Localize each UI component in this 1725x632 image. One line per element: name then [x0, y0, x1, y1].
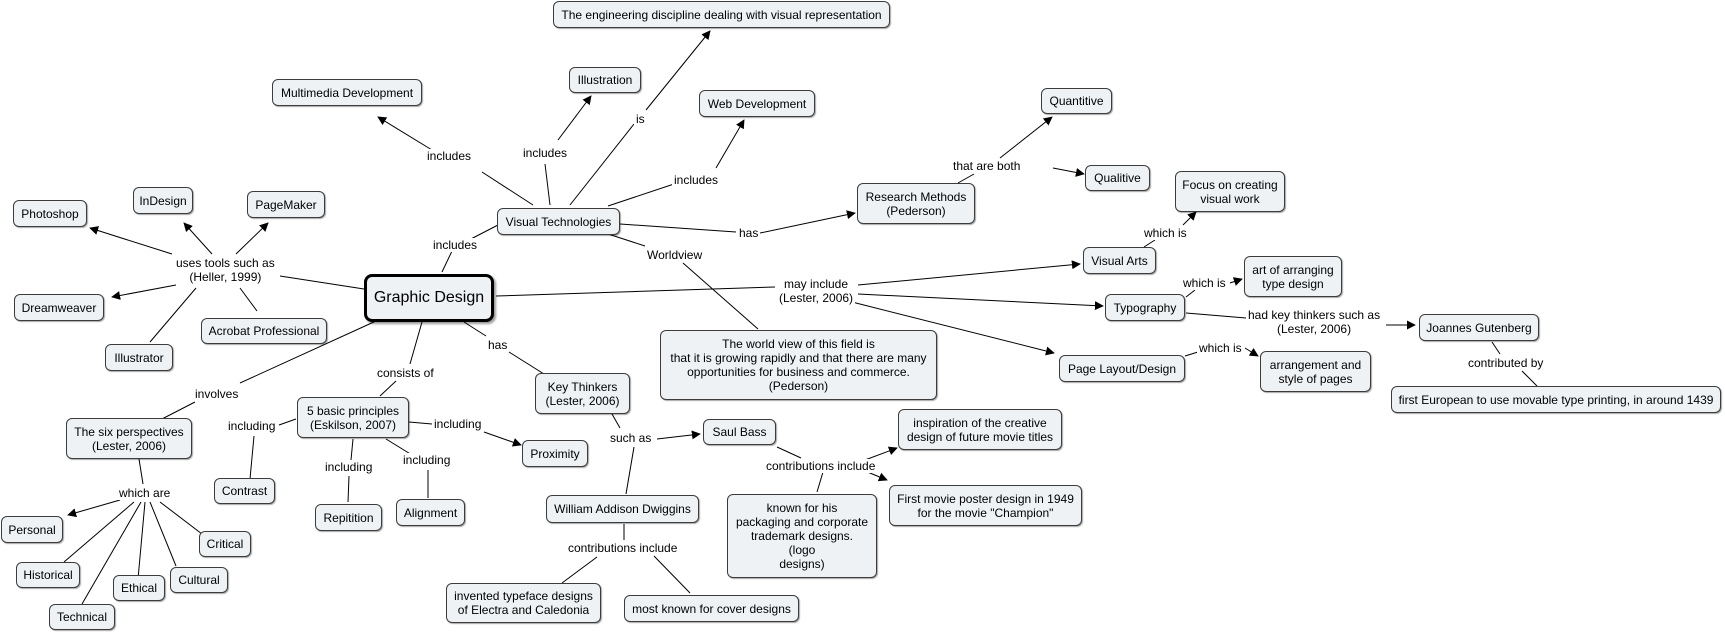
concept-joannes-gutenberg[interactable]: Joannes Gutenberg — [1419, 314, 1539, 341]
concept-acrobat-professional[interactable]: Acrobat Professional — [201, 318, 327, 344]
concept-personal[interactable]: Personal — [1, 516, 63, 543]
concept-william-dwiggins[interactable]: William Addison Dwiggins — [546, 495, 699, 523]
link-that-are-both: that are both — [951, 159, 1023, 173]
link-contributions-bass: contributions include — [764, 459, 878, 473]
concept-contrast[interactable]: Contrast — [214, 478, 275, 504]
link-which-is-page-layout: which is — [1197, 341, 1244, 355]
concept-illustrator[interactable]: Illustrator — [105, 344, 173, 371]
link-including-alignment: including — [401, 453, 453, 467]
concept-historical[interactable]: Historical — [16, 562, 80, 588]
concept-pagemaker[interactable]: PageMaker — [247, 191, 325, 218]
concept-key-thinkers[interactable]: Key Thinkers (Lester, 2006) — [535, 373, 630, 414]
concept-technical[interactable]: Technical — [49, 604, 115, 630]
link-includes-illustration: includes — [521, 146, 570, 160]
link-contributions-dwiggins: contributions include — [566, 541, 680, 555]
link-including-contrast: including — [226, 419, 278, 433]
concept-arranging-type[interactable]: art of arranging type design — [1244, 256, 1342, 297]
concept-five-principles[interactable]: 5 basic principles (Eskilson, 2007) — [297, 397, 409, 438]
link-worldview: Worldview — [645, 248, 705, 262]
link-contributed-by: contributed by — [1466, 356, 1546, 370]
concept-engineering-discipline[interactable]: The engineering discipline dealing with … — [553, 1, 890, 28]
concept-saul-bass[interactable]: Saul Bass — [703, 419, 776, 445]
concept-focus-creating[interactable]: Focus on creating visual work — [1175, 171, 1285, 212]
concept-cover-designs[interactable]: most known for cover designs — [624, 595, 799, 622]
link-including-proximity: including — [432, 417, 484, 431]
concept-illustration[interactable]: Illustration — [569, 67, 641, 93]
concept-typography[interactable]: Typography — [1105, 294, 1185, 321]
concept-proximity[interactable]: Proximity — [522, 440, 588, 467]
link-includes-multimedia: includes — [425, 149, 474, 163]
concept-known-for[interactable]: known for his packaging and corporate tr… — [727, 494, 877, 578]
link-is: is — [634, 112, 647, 126]
concept-dreamweaver[interactable]: Dreamweaver — [14, 294, 104, 321]
link-which-is-typography: which is — [1181, 276, 1228, 290]
link-such-as: such as — [608, 431, 654, 445]
concept-web-development[interactable]: Web Development — [699, 90, 815, 117]
concept-critical[interactable]: Critical — [199, 531, 251, 557]
link-which-is-visual-arts: which is — [1142, 226, 1189, 240]
concept-indesign[interactable]: InDesign — [133, 187, 193, 214]
concept-visual-arts[interactable]: Visual Arts — [1083, 247, 1156, 274]
concept-qualitive[interactable]: Qualitive — [1085, 165, 1150, 191]
concept-typeface-designs[interactable]: invented typeface designs of Electra and… — [446, 583, 601, 623]
concept-quantitive[interactable]: Quantitive — [1041, 88, 1112, 114]
concept-multimedia-development[interactable]: Multimedia Development — [272, 79, 422, 106]
link-has-research: has — [737, 226, 761, 240]
concept-alignment[interactable]: Alignment — [396, 499, 465, 526]
link-uses-tools: uses tools such as (Heller, 1999) — [174, 256, 277, 284]
link-has-key-thinkers: has — [486, 338, 510, 352]
link-includes-web: includes — [672, 173, 721, 187]
link-had-key-thinkers: had key thinkers such as (Lester, 2006) — [1246, 308, 1383, 336]
concept-arrangement-pages[interactable]: arrangement and style of pages — [1260, 351, 1371, 392]
concept-six-perspectives[interactable]: The six perspectives (Lester, 2006) — [66, 418, 192, 459]
concept-repitition[interactable]: Repitition — [315, 504, 382, 531]
concept-cultural[interactable]: Cultural — [170, 567, 228, 593]
link-involves: involves — [193, 387, 241, 401]
concept-graphic-design[interactable]: Graphic Design — [364, 274, 494, 322]
concept-photoshop[interactable]: Photoshop — [13, 200, 87, 227]
link-may-include: may include (Lester, 2006) — [777, 277, 856, 305]
concept-first-movie-poster[interactable]: First movie poster design in 1949 for th… — [889, 485, 1082, 526]
concept-worldview-text[interactable]: The world view of this field is that it … — [660, 330, 937, 400]
concept-inspiration[interactable]: inspiration of the creative design of fu… — [898, 409, 1062, 450]
link-including-repitition: including — [323, 460, 375, 474]
link-consists-of: consists of — [375, 366, 436, 380]
concept-visual-technologies[interactable]: Visual Technologies — [497, 208, 620, 235]
concept-first-european[interactable]: first European to use movable type print… — [1391, 386, 1721, 413]
link-includes-vt: includes — [431, 238, 480, 252]
concept-research-methods[interactable]: Research Methods (Pederson) — [857, 183, 975, 224]
concept-page-layout-design[interactable]: Page Layout/Design — [1059, 355, 1185, 382]
concept-ethical[interactable]: Ethical — [113, 575, 165, 601]
link-which-are: which are — [117, 486, 173, 500]
